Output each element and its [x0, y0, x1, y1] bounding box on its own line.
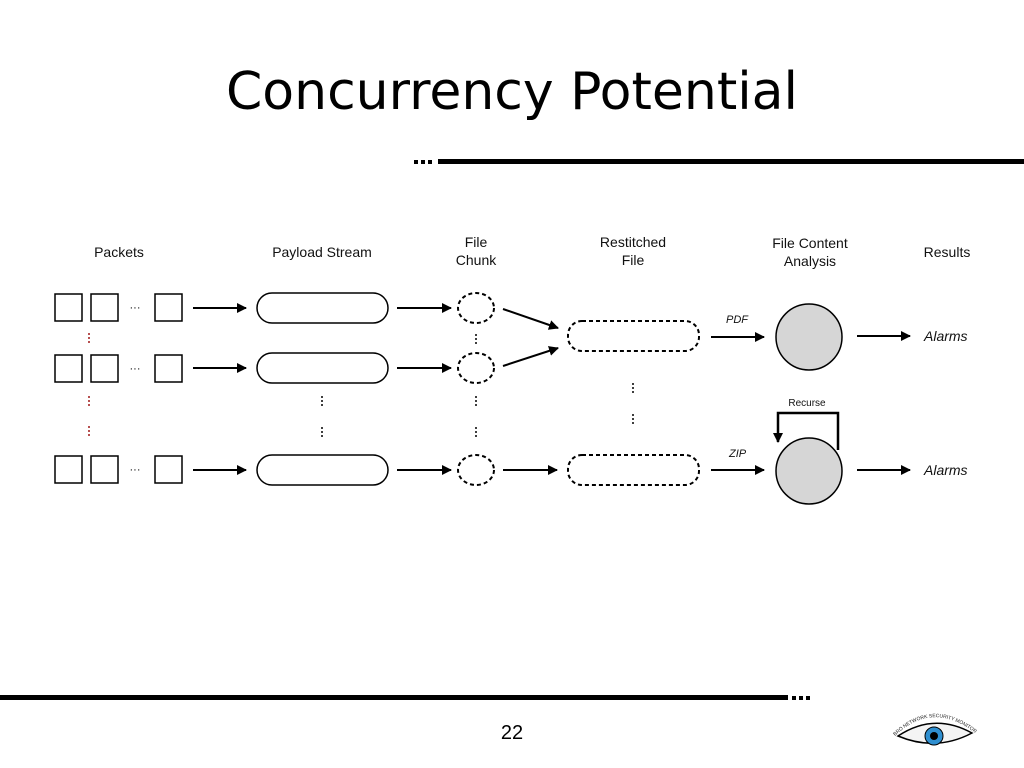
restitched-file-2 — [567, 454, 700, 486]
arrow — [502, 346, 559, 367]
slide-title: Concurrency Potential — [226, 62, 798, 122]
packet-row-2: ··· — [54, 354, 183, 383]
eye-pupil-icon — [930, 732, 938, 740]
packet-ellipsis: ··· — [130, 363, 141, 375]
header-file-chunk-line2: Chunk — [456, 252, 497, 268]
packet-box — [154, 293, 183, 322]
packet-box — [54, 354, 83, 383]
analysis-node-1 — [775, 303, 843, 371]
header-restitched-line2: File — [622, 252, 645, 268]
header-payload-stream: Payload Stream — [272, 244, 372, 260]
recurse-loop — [773, 411, 840, 450]
analysis-node-2 — [775, 437, 843, 505]
header-packets: Packets — [94, 244, 144, 260]
packet-box — [90, 455, 119, 484]
arrow — [502, 308, 559, 330]
header-analysis-line2: Analysis — [784, 253, 836, 269]
bottom-rule — [0, 695, 810, 700]
restitched-file-1 — [567, 320, 700, 352]
packet-row-1: ··· — [54, 293, 183, 322]
edge-label-zip: ZIP — [728, 448, 747, 460]
top-rule — [414, 159, 1024, 164]
packet-box — [90, 354, 119, 383]
packet-box — [154, 455, 183, 484]
packet-ellipsis: ··· — [130, 464, 141, 476]
file-chunk-3 — [457, 454, 495, 486]
payload-stream-2 — [256, 352, 389, 384]
packet-box — [154, 354, 183, 383]
packet-row-3: ··· — [54, 455, 183, 484]
edge-label-pdf: PDF — [726, 314, 749, 326]
packet-ellipsis: ··· — [130, 302, 141, 314]
recurse-label: Recurse — [788, 398, 826, 409]
bro-logo: BRO NETWORK SECURITY MONITOR — [892, 713, 978, 746]
result-alarms-bottom: Alarms — [923, 462, 968, 478]
file-chunk-1 — [457, 292, 495, 324]
result-alarms-top: Alarms — [923, 328, 968, 344]
continuation-dots — [88, 333, 634, 437]
header-analysis-line1: File Content — [772, 235, 848, 251]
payload-stream-1 — [256, 292, 389, 324]
header-restitched-line1: Restitched — [600, 234, 666, 250]
packet-box — [90, 293, 119, 322]
file-chunk-2 — [457, 352, 495, 384]
page-number: 22 — [500, 722, 524, 744]
payload-stream-3 — [256, 454, 389, 486]
header-results: Results — [924, 244, 971, 260]
packet-box — [54, 293, 83, 322]
header-file-chunk-line1: File — [465, 234, 488, 250]
packet-box — [54, 455, 83, 484]
